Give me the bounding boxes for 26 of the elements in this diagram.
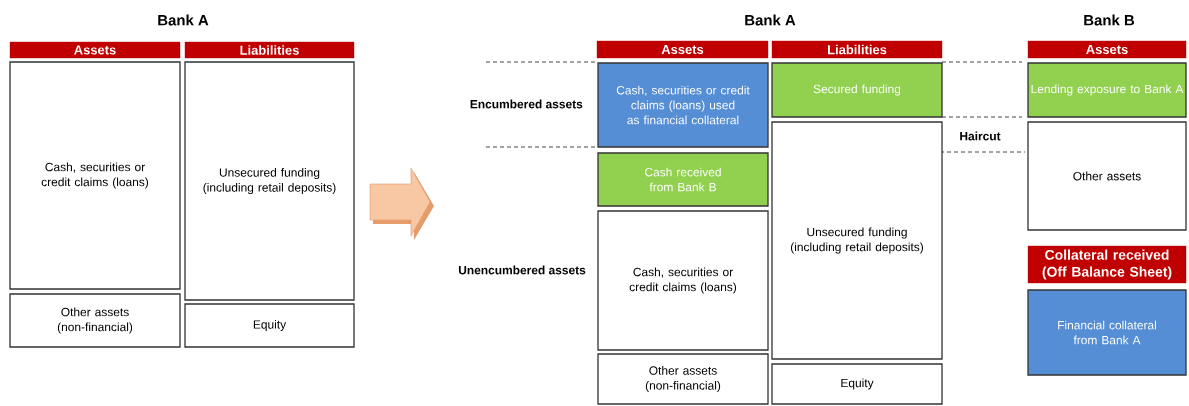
column-title: Bank B [1084, 14, 1135, 26]
column-title: Bank A [745, 14, 796, 26]
balance-box: Financial collateral from Bank A [1027, 289, 1187, 376]
header-bar: Collateral received (Off Balance Sheet) [1027, 245, 1187, 284]
header-bar: Assets [9, 41, 181, 59]
side-label: Encumbered assets [470, 99, 583, 109]
balance-box: Equity [184, 303, 355, 348]
balance-box: Cash received from Bank B [597, 152, 769, 207]
balance-box: Lending exposure to Bank A [1027, 62, 1187, 118]
side-label: Haircut [960, 131, 1001, 141]
balance-box: Cash, securities or credit claims (loans) used as financial collateral [597, 62, 769, 148]
header-bar: Assets [596, 40, 769, 59]
balance-box: Unsecured funding (including retail deposits) [771, 121, 943, 360]
balance-box: Other assets (non-financial) [9, 293, 181, 348]
balance-box: Equity [771, 363, 943, 405]
side-label: Unencumbered assets [458, 265, 586, 275]
balance-box: Cash, securities or credit claims (loans) [597, 210, 769, 351]
header-bar: Liabilities [184, 41, 355, 59]
header-bar: Assets [1027, 40, 1187, 59]
balance-box: Unsecured funding (including retail deposits) [184, 61, 355, 301]
balance-box: Other assets (non-financial) [597, 353, 769, 405]
balance-box: Other assets [1027, 121, 1187, 231]
balance-box: Secured funding [771, 62, 943, 118]
header-bar: Liabilities [771, 40, 943, 59]
column-title: Bank A [158, 14, 209, 26]
balance-box: Cash, securities or credit claims (loans) [9, 61, 181, 290]
